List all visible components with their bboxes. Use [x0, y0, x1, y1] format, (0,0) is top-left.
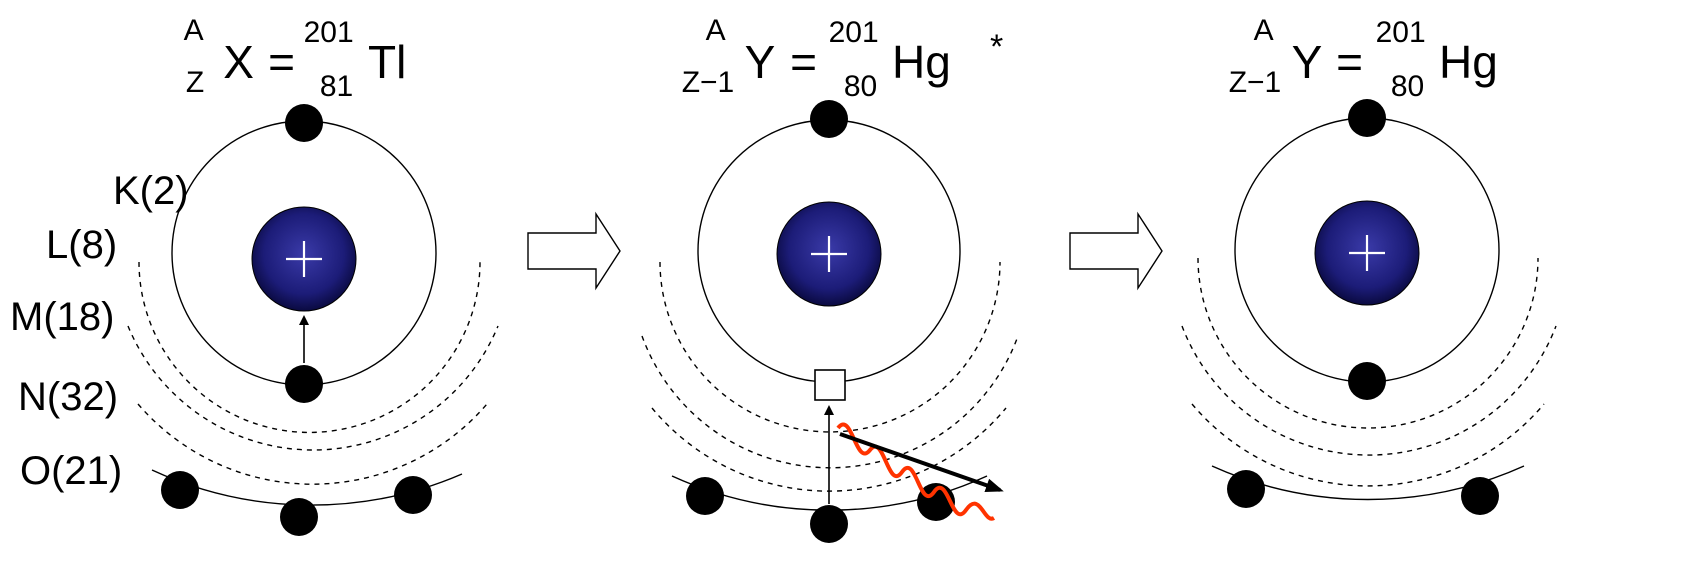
panel-3-electron-k-bottom [1348, 362, 1386, 400]
shell-label-l: L(8) [46, 223, 117, 267]
panel-3-electron-k-top [1348, 99, 1386, 137]
panel-2-k-vacancy [815, 370, 845, 400]
panel-1-title: A Z X = 201 81 Tl [184, 0, 407, 106]
panel-3-symbol: Y [1292, 36, 1322, 88]
panel-1: A Z X = 201 81 Tl K(2) L(8 [10, 0, 498, 536]
panel-3-electron-o-2 [1461, 477, 1499, 515]
panel-2-star: * [990, 28, 1003, 66]
panel-3-pre-sup: A [1254, 14, 1274, 47]
panel-2-pre-sup: A [706, 14, 726, 47]
panel-2-element: Hg [892, 36, 951, 88]
panel-1-n-shell [138, 404, 487, 484]
panel-1-pre-sub: Z [186, 66, 204, 99]
panel-3: A Z−1 Y = 201 80 Hg [1182, 0, 1556, 515]
panel-2-iso-sup: 201 [829, 16, 879, 49]
shell-label-m: M(18) [10, 295, 114, 339]
panel-1-electron-k-top [285, 104, 323, 142]
panel-1-eq: = [268, 36, 295, 88]
shell-label-n: N(32) [18, 375, 118, 419]
shell-label-k: K(2) [113, 169, 189, 213]
panel-3-iso-sub: 80 [1391, 70, 1424, 103]
panel-2-title: A Z−1 Y = 201 80 Hg * [682, 0, 1004, 106]
transition-arrow-2 [1070, 214, 1162, 288]
panel-1-iso-sub: 81 [320, 70, 353, 103]
panel-2-symbol: Y [745, 36, 775, 88]
panel-1-iso-sup: 201 [304, 16, 354, 49]
panel-1-electron-k-bottom [285, 365, 323, 403]
panel-2: A Z−1 Y = 201 80 Hg * [642, 0, 1018, 543]
panel-2-iso-sub: 80 [844, 70, 877, 103]
panel-3-eq: = [1336, 36, 1363, 88]
panel-3-element: Hg [1439, 36, 1498, 88]
panel-3-title: A Z−1 Y = 201 80 Hg [1229, 0, 1498, 106]
panel-1-pre-sup: A [184, 14, 204, 47]
panel-3-iso-sup: 201 [1376, 16, 1426, 49]
panel-1-electron-o-2 [280, 498, 318, 536]
shell-label-o: O(21) [20, 449, 122, 493]
panel-2-electron-k-top [810, 100, 848, 138]
panel-1-electron-o-1 [161, 471, 199, 509]
panel-3-pre-sub: Z−1 [1229, 66, 1282, 99]
panel-3-electron-o-1 [1227, 470, 1265, 508]
panel-1-symbol: X [223, 36, 254, 88]
panel-2-pre-sub: Z−1 [682, 66, 735, 99]
panel-1-element: Tl [368, 36, 406, 88]
panel-1-electron-o-3 [394, 476, 432, 514]
transition-arrow-1 [528, 214, 620, 288]
panel-2-electron-o-2 [810, 505, 848, 543]
panel-2-eq: = [790, 36, 817, 88]
panel-2-electron-o-1 [686, 477, 724, 515]
panel-2-photon-wave [838, 424, 994, 518]
panel-2-m-shell [642, 336, 1018, 468]
